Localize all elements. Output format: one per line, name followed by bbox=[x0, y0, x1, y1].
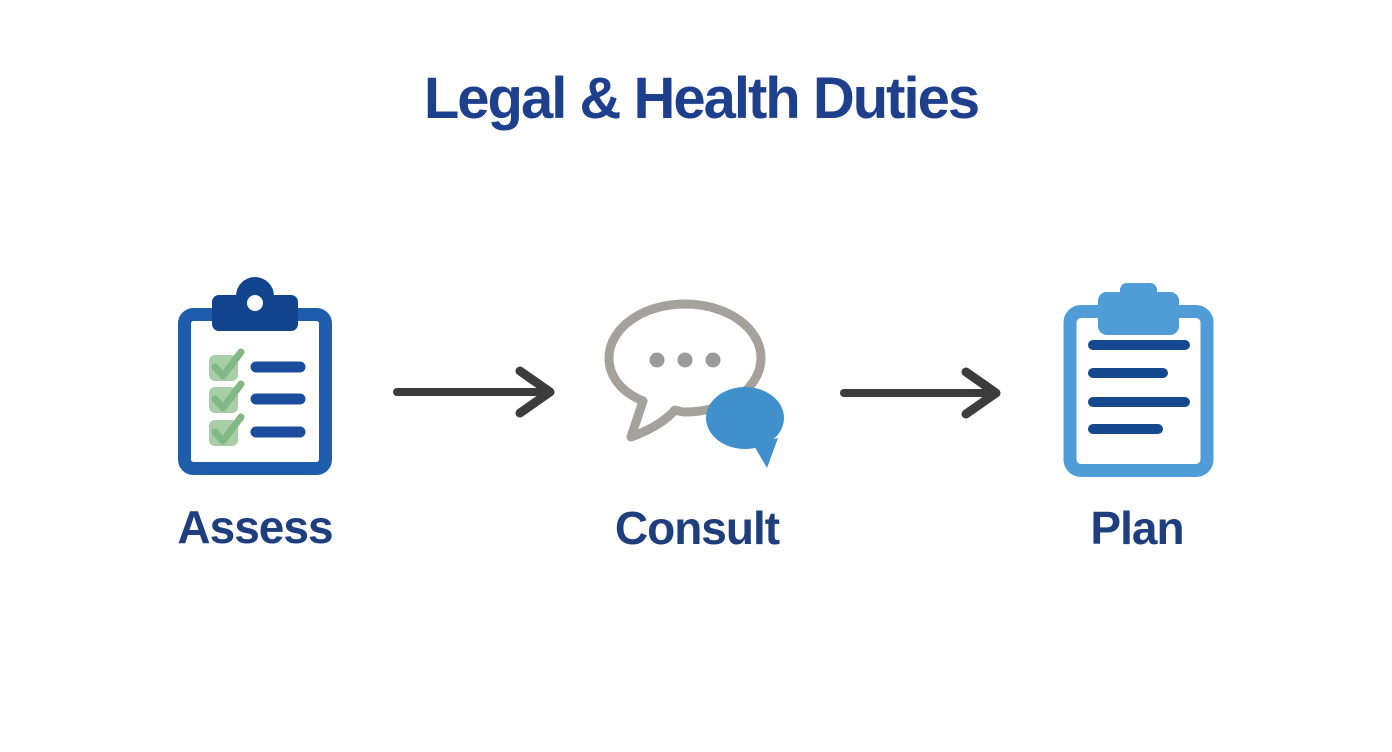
diagram-title: Legal & Health Duties bbox=[423, 66, 980, 131]
speech-bubbles-icon bbox=[604, 299, 784, 468]
step-label-plan: Plan bbox=[1090, 502, 1184, 554]
document-clipboard-icon bbox=[1063, 283, 1213, 477]
step-label-assess: Assess bbox=[177, 501, 333, 553]
step-consult: Consult bbox=[597, 296, 797, 554]
step-label-consult: Consult bbox=[614, 502, 780, 554]
arrow-right-icon bbox=[393, 366, 555, 418]
step-plan: Plan bbox=[1037, 282, 1237, 554]
arrow-right-icon bbox=[840, 367, 1001, 419]
step-assess: Assess bbox=[155, 272, 355, 553]
checklist-clipboard-icon bbox=[178, 277, 332, 475]
